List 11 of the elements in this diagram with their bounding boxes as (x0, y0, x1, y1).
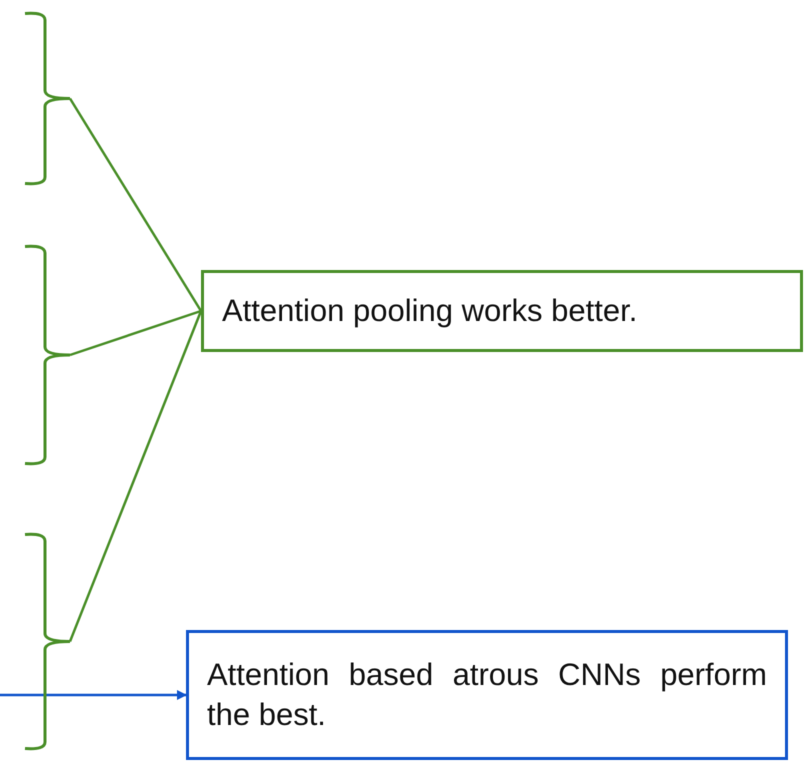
connector-line (70, 310, 202, 356)
connector-line (68, 310, 202, 642)
connector-line (68, 98, 202, 312)
text-box (186, 630, 788, 760)
text-box (201, 270, 803, 352)
arrow (0, 690, 187, 700)
curly-brace (25, 533, 70, 750)
box-text: Attention pooling works better. (222, 292, 638, 330)
box-text: Attention based atrous CNNs perform the best. (207, 656, 767, 734)
curly-brace (25, 245, 70, 465)
curly-brace (25, 12, 70, 185)
